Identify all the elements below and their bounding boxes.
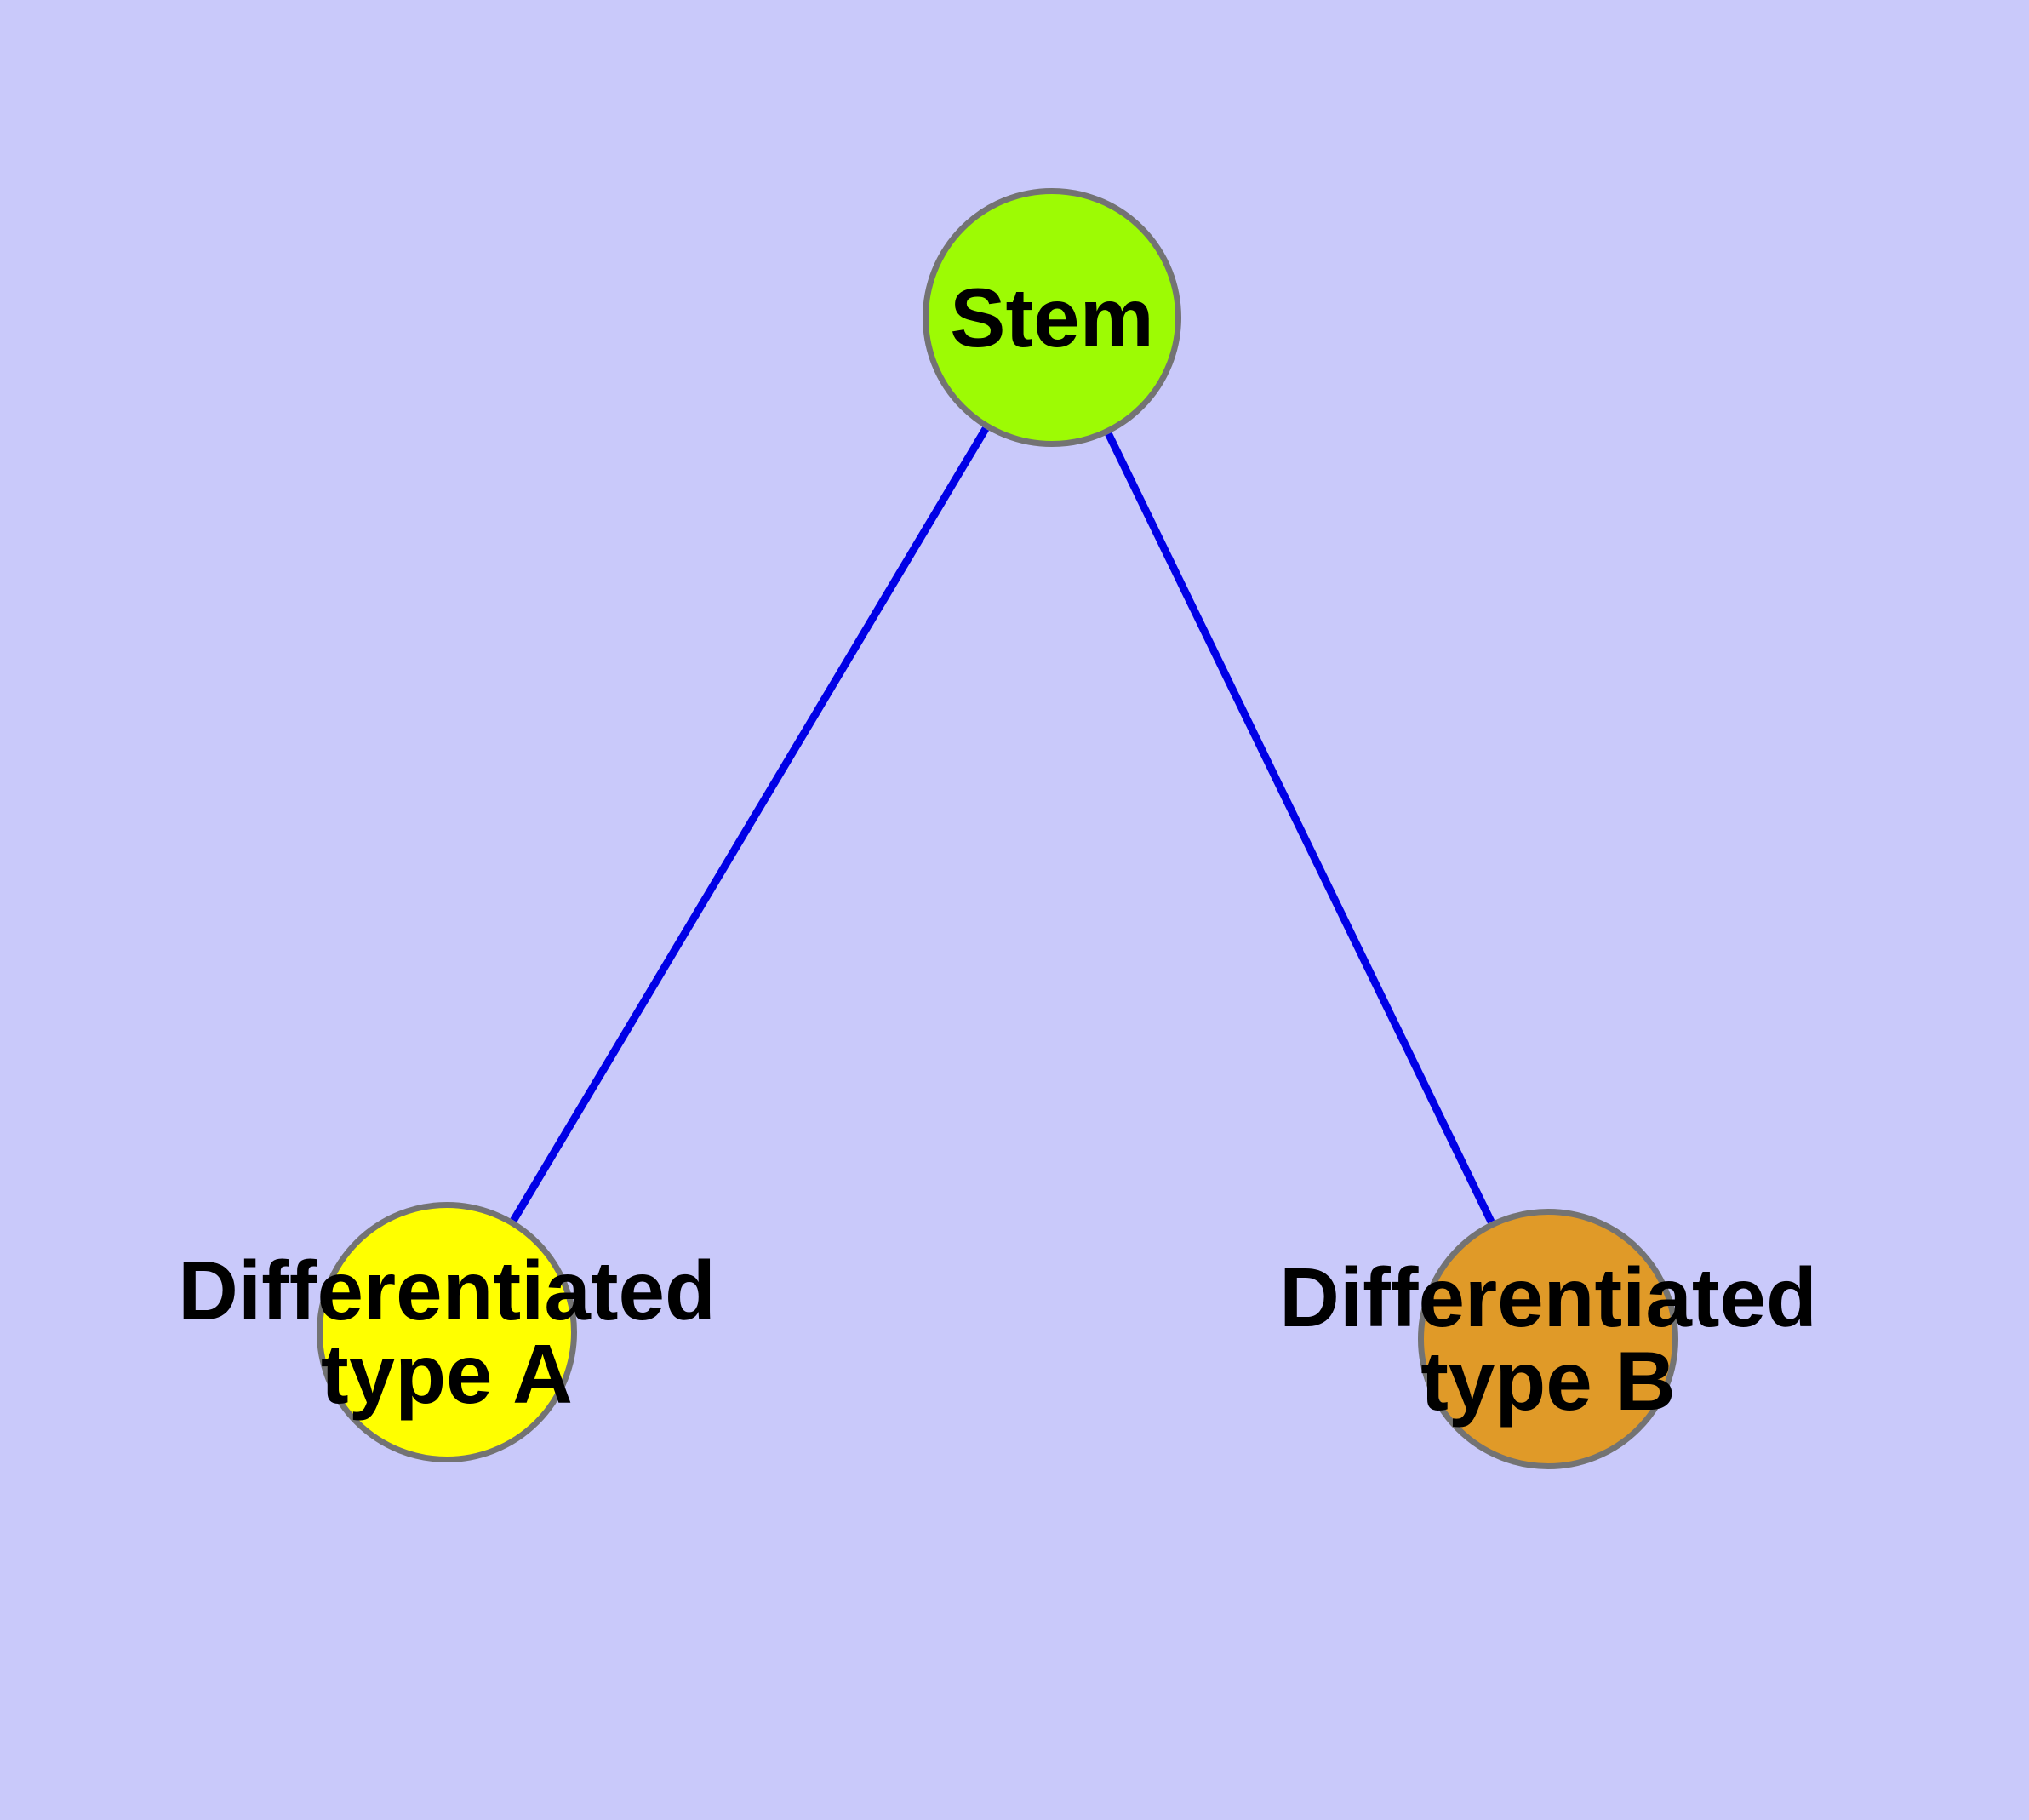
- graph-edge[interactable]: [510, 426, 989, 1222]
- graph-edge[interactable]: [1105, 432, 1495, 1224]
- node-layer: [317, 188, 1678, 1469]
- edge-layer: [510, 426, 1495, 1224]
- graph-node-diff-a[interactable]: [317, 1202, 577, 1462]
- graph-node-diff-b[interactable]: [1418, 1209, 1678, 1469]
- graph-node-stem[interactable]: [923, 188, 1181, 447]
